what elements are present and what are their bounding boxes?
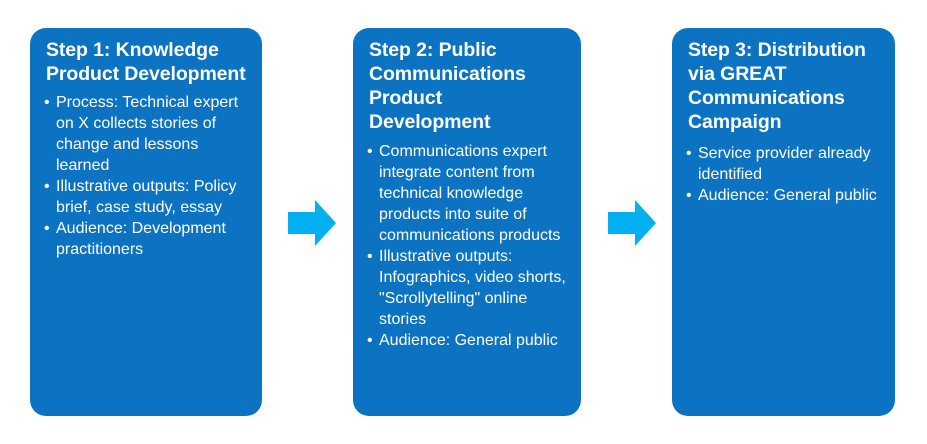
list-item: Service provider already identified bbox=[686, 143, 881, 185]
step-2-title: Step 2: Public Communications Product De… bbox=[369, 39, 526, 133]
arrow-right-icon bbox=[288, 200, 336, 246]
list-item: Illustrative outputs: Policy brief, case… bbox=[44, 176, 248, 218]
step-1-title: Step 1: Knowledge Product Development bbox=[46, 39, 246, 85]
list-item: Audience: General public bbox=[367, 330, 567, 351]
arrow-right-icon bbox=[608, 200, 656, 246]
step-3-title: Step 3: Distribution via GREAT Communica… bbox=[688, 39, 866, 133]
list-item: Process: Technical expert on X collects … bbox=[44, 92, 248, 176]
step-box-2: Step 2: Public Communications Product De… bbox=[353, 28, 581, 416]
list-item: Audience: Development practitioners bbox=[44, 218, 248, 260]
step-box-3: Step 3: Distribution via GREAT Communica… bbox=[672, 28, 895, 416]
list-item: Illustrative outputs: Infographics, vide… bbox=[367, 246, 567, 330]
step-2-bullet-list: Communications expert integrate content … bbox=[367, 141, 567, 351]
step-box-1: Step 1: Knowledge Product Development Pr… bbox=[30, 28, 262, 416]
step-1-bullet-list: Process: Technical expert on X collects … bbox=[44, 92, 248, 260]
list-item: Audience: General public bbox=[686, 185, 881, 206]
list-item: Communications expert integrate content … bbox=[367, 141, 567, 246]
step-3-bullet-list: Service provider already identified Audi… bbox=[686, 143, 881, 206]
